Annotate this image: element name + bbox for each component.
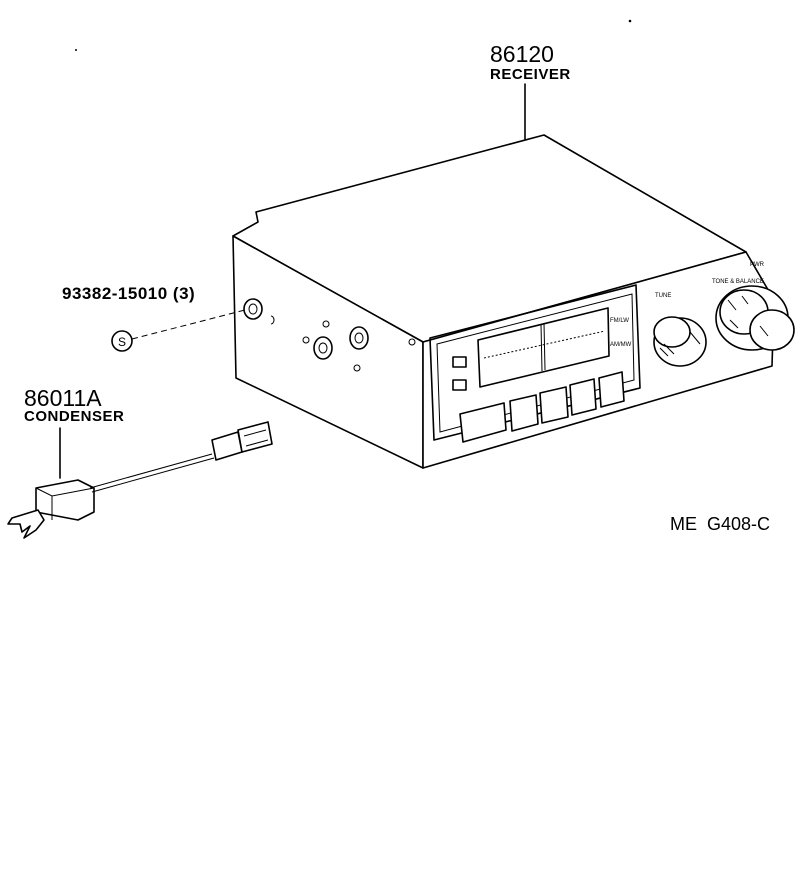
- front-bezel: [429, 284, 641, 441]
- tune-marking: TUNE: [655, 293, 671, 299]
- screw-part-number: 93382-15010 (3): [62, 284, 195, 303]
- condenser-part-name: CONDENSER: [24, 408, 124, 425]
- indicator-lower: [452, 379, 467, 391]
- preset-buttons: [459, 371, 625, 443]
- preset-button[interactable]: [539, 386, 569, 424]
- preset-button[interactable]: [459, 402, 507, 443]
- dial-lower-marking: AM/MW: [610, 342, 632, 348]
- condenser-part-number: 86011A: [24, 385, 102, 411]
- preset-button[interactable]: [598, 371, 625, 408]
- diagram-code: ME G408-C: [670, 514, 770, 534]
- condenser-wire: [89, 453, 213, 489]
- receiver-part-number: 86120: [490, 41, 554, 67]
- tone-balance-knob[interactable]: [715, 285, 795, 351]
- side-mounting-holes: [243, 298, 416, 372]
- screw-callout: [111, 309, 246, 352]
- condenser-connector: [211, 431, 243, 461]
- condenser-body: [35, 479, 95, 521]
- preset-button[interactable]: [569, 378, 597, 416]
- preset-button[interactable]: [509, 394, 539, 432]
- screw-symbol-letter: S: [118, 335, 126, 349]
- dial-upper-marking: FM/LW: [610, 318, 629, 324]
- receiver-part-name: RECEIVER: [490, 66, 571, 83]
- dial-window: [477, 307, 610, 388]
- power-marking: PWR: [750, 262, 765, 268]
- condenser-bracket: [7, 509, 45, 539]
- volume-marking: TONE & BALANCE: [712, 279, 764, 285]
- screw-symbol-circle: [111, 330, 133, 352]
- receiver-unit: [232, 83, 795, 469]
- indicator-upper: [452, 356, 467, 368]
- tune-knob[interactable]: [653, 316, 707, 367]
- condenser-assembly: [7, 421, 273, 539]
